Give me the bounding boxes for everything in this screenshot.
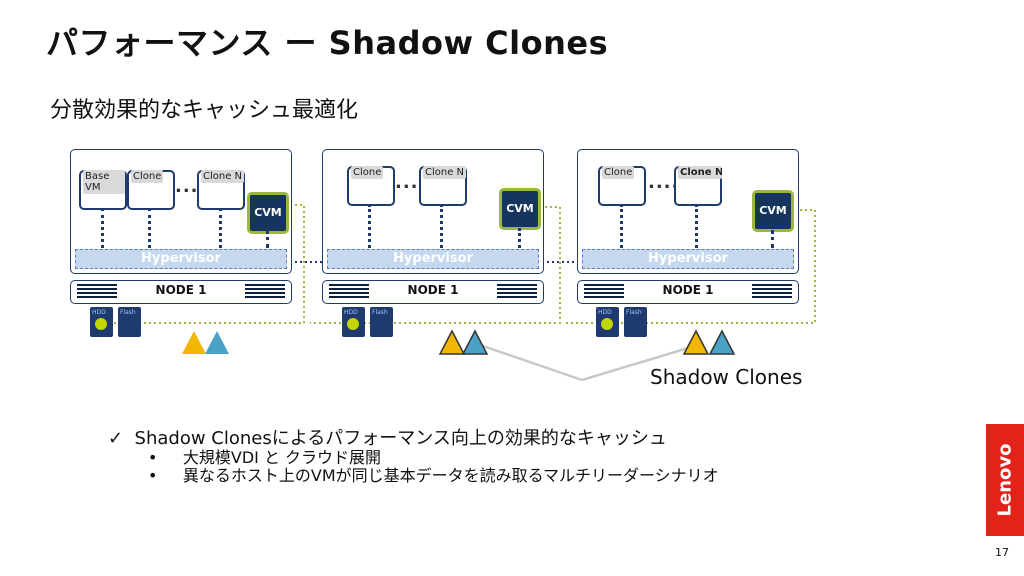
disk-label: HDD bbox=[598, 309, 612, 316]
bullet-main-text: Shadow Clonesによるパフォーマンス向上の効果的なキャッシュ bbox=[134, 428, 667, 449]
vm-box-clone-n: Clone N bbox=[419, 166, 467, 206]
cvm-box: CVM bbox=[752, 190, 794, 232]
drive-stripes bbox=[77, 284, 117, 299]
drive-stripes bbox=[584, 284, 624, 299]
cvm-box: CVM bbox=[499, 188, 541, 230]
storage-triangle-yellow bbox=[182, 331, 206, 354]
disk-label: HDD bbox=[344, 309, 358, 316]
vm-link bbox=[148, 208, 151, 248]
pointer-line-2 bbox=[581, 343, 699, 382]
shadow-triangle-yellow bbox=[682, 329, 710, 355]
node-label: NODE 1 bbox=[407, 283, 459, 297]
drive-stripes bbox=[329, 284, 369, 299]
drive-stripes bbox=[497, 284, 537, 299]
network-line-3 bbox=[565, 209, 816, 324]
vm-link bbox=[518, 228, 521, 248]
slide-title: パフォーマンス ー Shadow Clones bbox=[46, 24, 609, 62]
vm-label: Clone N bbox=[423, 166, 467, 179]
vm-box-clone: Clone bbox=[127, 170, 175, 210]
hdd-icon: HDD bbox=[90, 307, 113, 337]
shadow-triangle-teal bbox=[461, 329, 489, 355]
vm-box-clone: Clone bbox=[347, 166, 395, 206]
vm-label: Clone bbox=[602, 166, 635, 179]
vm-link bbox=[695, 204, 698, 248]
vm-label: Clone bbox=[131, 170, 164, 183]
node-label-bar: NODE 1 bbox=[577, 280, 799, 304]
node-host-1: Base VM Clone .... Clone N CVM Hyperviso… bbox=[70, 149, 292, 274]
vm-link bbox=[101, 208, 104, 248]
network-line-1 bbox=[100, 204, 305, 324]
bullet-main: ✓ Shadow Clonesによるパフォーマンス向上の効果的なキャッシュ bbox=[108, 424, 667, 450]
shadow-triangle-teal bbox=[708, 329, 736, 355]
bullet-marker: • bbox=[148, 466, 158, 485]
flash-icon: Flash bbox=[370, 307, 393, 337]
vm-label: Clone bbox=[351, 166, 384, 179]
hdd-icon: HDD bbox=[342, 307, 365, 337]
node-label-bar: NODE 1 bbox=[322, 280, 544, 304]
hdd-icon: HDD bbox=[596, 307, 619, 337]
disk-label: Flash bbox=[626, 309, 642, 316]
pointer-line-1 bbox=[479, 343, 583, 382]
vm-box-clone-n: Clone N bbox=[674, 166, 722, 206]
vm-link bbox=[440, 204, 443, 248]
hypervisor-bar: Hypervisor bbox=[75, 249, 287, 269]
logo-text: Lenovo bbox=[994, 443, 1016, 517]
cvm-box: CVM bbox=[247, 192, 289, 234]
vm-label: Clone N bbox=[678, 166, 722, 179]
vm-label: Clone N bbox=[201, 170, 245, 183]
shadow-clones-label: Shadow Clones bbox=[650, 365, 803, 389]
drive-stripes bbox=[752, 284, 792, 299]
ellipsis: .... bbox=[648, 172, 680, 193]
disk-label: Flash bbox=[120, 309, 136, 316]
disk-label: Flash bbox=[372, 309, 388, 316]
vm-label: Base VM bbox=[83, 170, 125, 194]
flash-icon: Flash bbox=[118, 307, 141, 337]
bullet-marker: • bbox=[148, 448, 158, 467]
vm-box-clone: Clone bbox=[598, 166, 646, 206]
vm-link bbox=[368, 204, 371, 248]
vm-box-base: Base VM bbox=[79, 170, 127, 210]
node-label: NODE 1 bbox=[155, 283, 207, 297]
drive-stripes bbox=[245, 284, 285, 299]
check-icon: ✓ bbox=[108, 428, 124, 449]
bullet-sub-text: 異なるホスト上のVMが同じ基本データを読み取るマルチリーダーシナリオ bbox=[182, 466, 719, 485]
vm-link bbox=[266, 230, 269, 248]
node-host-3: Clone .... Clone N CVM Hypervisor bbox=[577, 149, 799, 274]
lenovo-logo: Lenovo bbox=[986, 424, 1024, 536]
bullet-sub: • 異なるホスト上のVMが同じ基本データを読み取るマルチリーダーシナリオ bbox=[148, 462, 719, 486]
storage-triangle-teal bbox=[205, 331, 229, 354]
node-label: NODE 1 bbox=[662, 283, 714, 297]
network-line-2 bbox=[310, 206, 561, 324]
node-label-bar: NODE 1 bbox=[70, 280, 292, 304]
hypervisor-bar: Hypervisor bbox=[327, 249, 539, 269]
shadow-triangle-yellow bbox=[438, 329, 466, 355]
slide-subtitle: 分散効果的なキャッシュ最適化 bbox=[50, 98, 359, 123]
node-host-2: Clone .... Clone N CVM Hypervisor bbox=[322, 149, 544, 274]
disk-label: HDD bbox=[92, 309, 106, 316]
ellipsis: .... bbox=[395, 172, 427, 193]
vm-link bbox=[620, 204, 623, 248]
bullet-sub-text: 大規模VDI と クラウド展開 bbox=[182, 448, 382, 467]
flash-icon: Flash bbox=[624, 307, 647, 337]
vm-link bbox=[219, 208, 222, 248]
vm-box-clone-n: Clone N bbox=[197, 170, 245, 210]
hypervisor-bar: Hypervisor bbox=[582, 249, 794, 269]
bullet-sub: • 大規模VDI と クラウド展開 bbox=[148, 444, 381, 468]
vm-link bbox=[771, 230, 774, 248]
page-number: 17 bbox=[995, 546, 1009, 559]
